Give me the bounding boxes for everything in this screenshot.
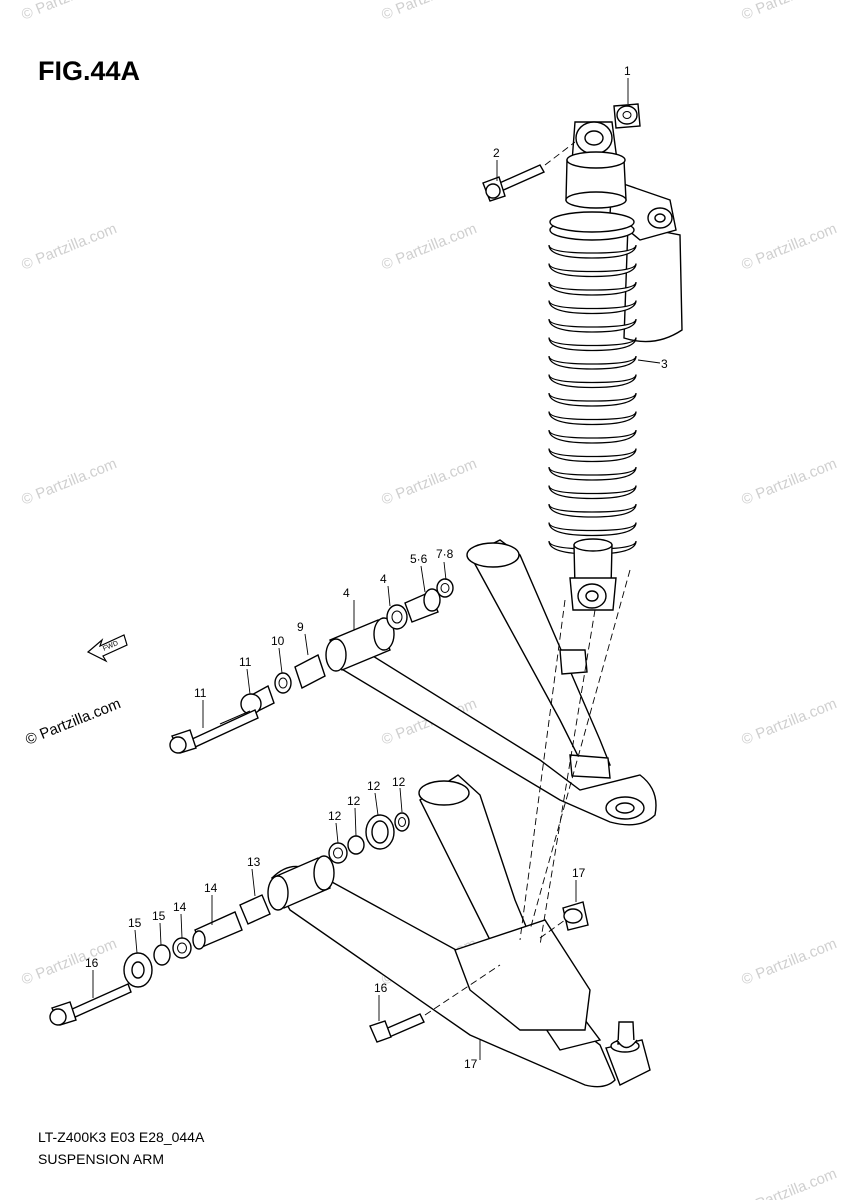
spring-coil xyxy=(548,337,637,352)
spring-coil xyxy=(548,374,637,389)
callout-5-6: 17 xyxy=(464,1057,478,1071)
callout-4-top: 1 xyxy=(624,64,631,78)
callout-4-lower: 17 xyxy=(572,866,586,880)
callout-2: 16 xyxy=(374,981,388,995)
watermark-text: © Partzilla.com xyxy=(379,220,479,274)
callout-17-lower-left: 15 xyxy=(152,909,166,923)
watermark-text: © Partzilla.com xyxy=(19,935,119,989)
callout-11-lower-right: 12 xyxy=(367,779,381,793)
spring-coil xyxy=(548,448,637,463)
spring-coil xyxy=(548,244,637,259)
callout-9: 13 xyxy=(247,855,261,869)
spring-coil xyxy=(548,263,637,278)
spring-coil xyxy=(548,540,637,555)
watermark-text: © Partzilla.com xyxy=(379,0,479,24)
callout-16-upper: 7·8 xyxy=(436,547,454,561)
watermark-text: © Partzilla.com xyxy=(19,455,119,509)
assembly-lines xyxy=(424,141,631,1016)
spring-coil xyxy=(548,318,637,333)
forward-arrow-icon: FWD xyxy=(86,634,128,663)
spring-coil xyxy=(548,466,637,481)
callout-15-lower: 16 xyxy=(85,956,99,970)
callout-1: 3 xyxy=(661,357,668,371)
spring-coil xyxy=(548,429,637,444)
callout-11-lower-left: 15 xyxy=(128,916,142,930)
callout-14-upper-left: 11 xyxy=(239,655,252,669)
watermark-text: © Partzilla.com xyxy=(739,455,839,509)
spring-coil xyxy=(548,503,637,518)
callout-16-lower: 12 xyxy=(392,775,406,789)
callout-12-lower-left: 14 xyxy=(173,900,187,914)
spring-coil xyxy=(548,392,637,407)
callout-15-upper: 11 xyxy=(194,686,207,700)
watermark-text: © Partzilla.com xyxy=(379,455,479,509)
watermark-text: © Partzilla.com xyxy=(739,1165,839,1200)
watermark-text: © Partzilla.com xyxy=(19,0,119,24)
spring-coil xyxy=(548,411,637,426)
callout-17-lower-right: 12 xyxy=(347,794,361,808)
callout-10: 9 xyxy=(297,620,304,634)
watermark-text: © Partzilla.com xyxy=(739,695,839,749)
spring-coil xyxy=(548,281,637,296)
watermark-text: © Partzilla.com xyxy=(739,220,839,274)
callout-12-lower-right: 12 xyxy=(328,809,342,823)
figure-code: LT-Z400K3 E03 E28_044A xyxy=(38,1129,205,1145)
watermark-text: © Partzilla.com xyxy=(739,0,839,24)
upper-suspension-arm xyxy=(325,539,657,826)
watermark-text: © Partzilla.com xyxy=(19,220,119,274)
watermark-prominent: © Partzilla.com xyxy=(23,695,123,749)
spring-coil xyxy=(548,300,637,315)
figure-title: FIG.44A xyxy=(38,56,140,86)
leader-lines xyxy=(92,78,661,1060)
top-hardware xyxy=(482,103,641,202)
spring-coil xyxy=(548,355,637,370)
spring-coil xyxy=(548,522,637,537)
watermark-text: © Partzilla.com xyxy=(739,935,839,989)
shock-absorber xyxy=(548,121,683,611)
lower-suspension-arm xyxy=(267,774,651,1088)
callout-14-upper-right: 5·6 xyxy=(410,552,428,566)
callout-13: 14 xyxy=(204,881,218,895)
figure-caption: SUSPENSION ARM xyxy=(38,1151,164,1167)
spring-coil xyxy=(548,485,637,500)
callout-12-upper-left: 10 xyxy=(271,634,285,648)
upper-arm-hardware xyxy=(169,578,454,754)
callout-labels: 1 2 3 4 4 5·6 7·8 9 10 11 11 12 12 12 12… xyxy=(85,64,668,1071)
lower-arm-hardware xyxy=(49,812,589,1043)
callout-7-8: 4 xyxy=(343,586,350,600)
callout-3: 2 xyxy=(493,146,500,160)
callout-12-upper-right: 4 xyxy=(380,572,387,586)
